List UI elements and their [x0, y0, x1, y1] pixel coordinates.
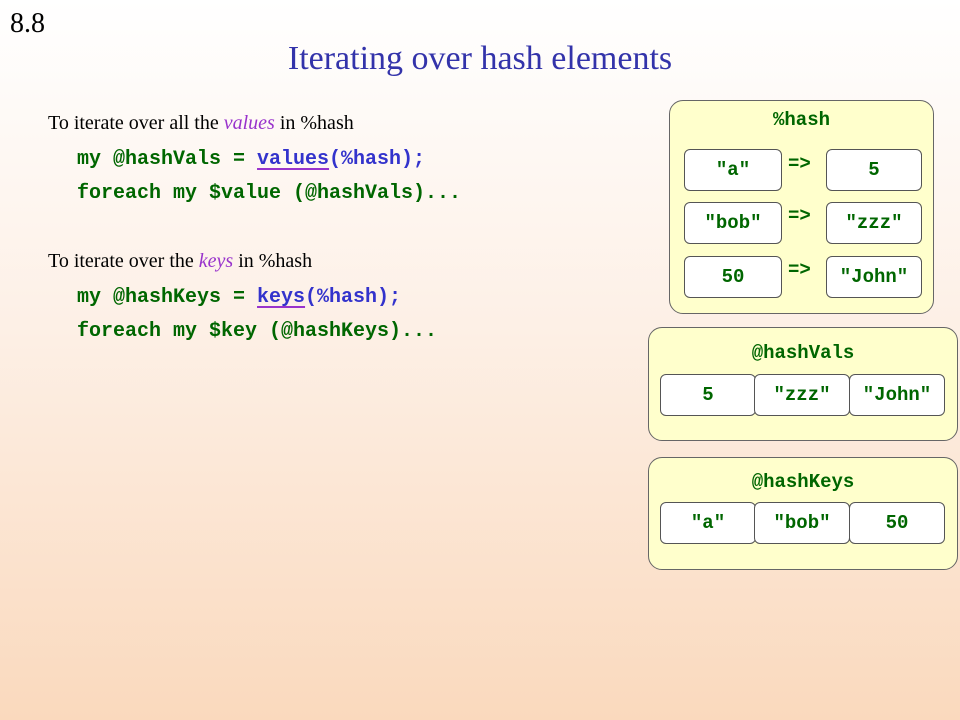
hash-key-cell: "a" — [684, 149, 782, 191]
keys-intro-after: in %hash — [233, 250, 313, 272]
hash-value-cell: "zzz" — [826, 202, 922, 244]
values-code-post: (%hash); — [329, 148, 426, 171]
hashkeys-panel-label: @hashKeys — [751, 471, 855, 493]
hashvals-panel: @hashVals 5 "zzz" "John" — [648, 327, 958, 441]
hashvals-cell: "zzz" — [754, 374, 850, 416]
hash-arrow: => — [788, 153, 811, 175]
values-function: values — [257, 148, 330, 171]
hashvals-cell: 5 — [660, 374, 756, 416]
hashkeys-cell: "a" — [660, 502, 756, 544]
hash-arrow: => — [788, 205, 811, 227]
values-code-line1: my @hashVals = values(%hash); — [77, 148, 425, 171]
hashvals-panel-label: @hashVals — [751, 342, 855, 364]
hash-value-cell: "John" — [826, 256, 922, 298]
values-intro: To iterate over all the values in %hash — [48, 112, 354, 135]
hashkeys-cell: "bob" — [754, 502, 850, 544]
slide-number: 8.8 — [10, 8, 45, 39]
hash-panel-label: %hash — [772, 109, 830, 131]
hash-value-cell: 5 — [826, 149, 922, 191]
values-code-line2: foreach my $value (@hashVals)... — [77, 182, 462, 205]
values-intro-after: in %hash — [274, 112, 354, 134]
values-intro-before: To iterate over all the — [48, 112, 224, 134]
values-intro-emph: values — [223, 112, 275, 134]
hash-key-cell: "bob" — [684, 202, 782, 244]
hash-panel: %hash "a" => 5 "bob" => "zzz" 50 => "Joh… — [669, 100, 934, 314]
hashvals-cell: "John" — [849, 374, 945, 416]
hash-key-cell: 50 — [684, 256, 782, 298]
values-code-pre: my @hashVals = — [77, 148, 258, 171]
hashkeys-panel: @hashKeys "a" "bob" 50 — [648, 457, 958, 570]
hashkeys-cell: 50 — [849, 502, 945, 544]
hash-arrow: => — [788, 259, 811, 281]
keys-intro-emph: keys — [198, 250, 234, 272]
keys-code-line2: foreach my $key (@hashKeys)... — [77, 320, 438, 343]
slide-title: Iterating over hash elements — [287, 40, 673, 77]
keys-code-post: (%hash); — [305, 286, 402, 309]
keys-intro-before: To iterate over the — [48, 250, 199, 272]
keys-function: keys — [257, 286, 306, 309]
keys-code-pre: my @hashKeys = — [77, 286, 258, 309]
keys-code-line1: my @hashKeys = keys(%hash); — [77, 286, 401, 309]
keys-intro: To iterate over the keys in %hash — [48, 250, 312, 273]
